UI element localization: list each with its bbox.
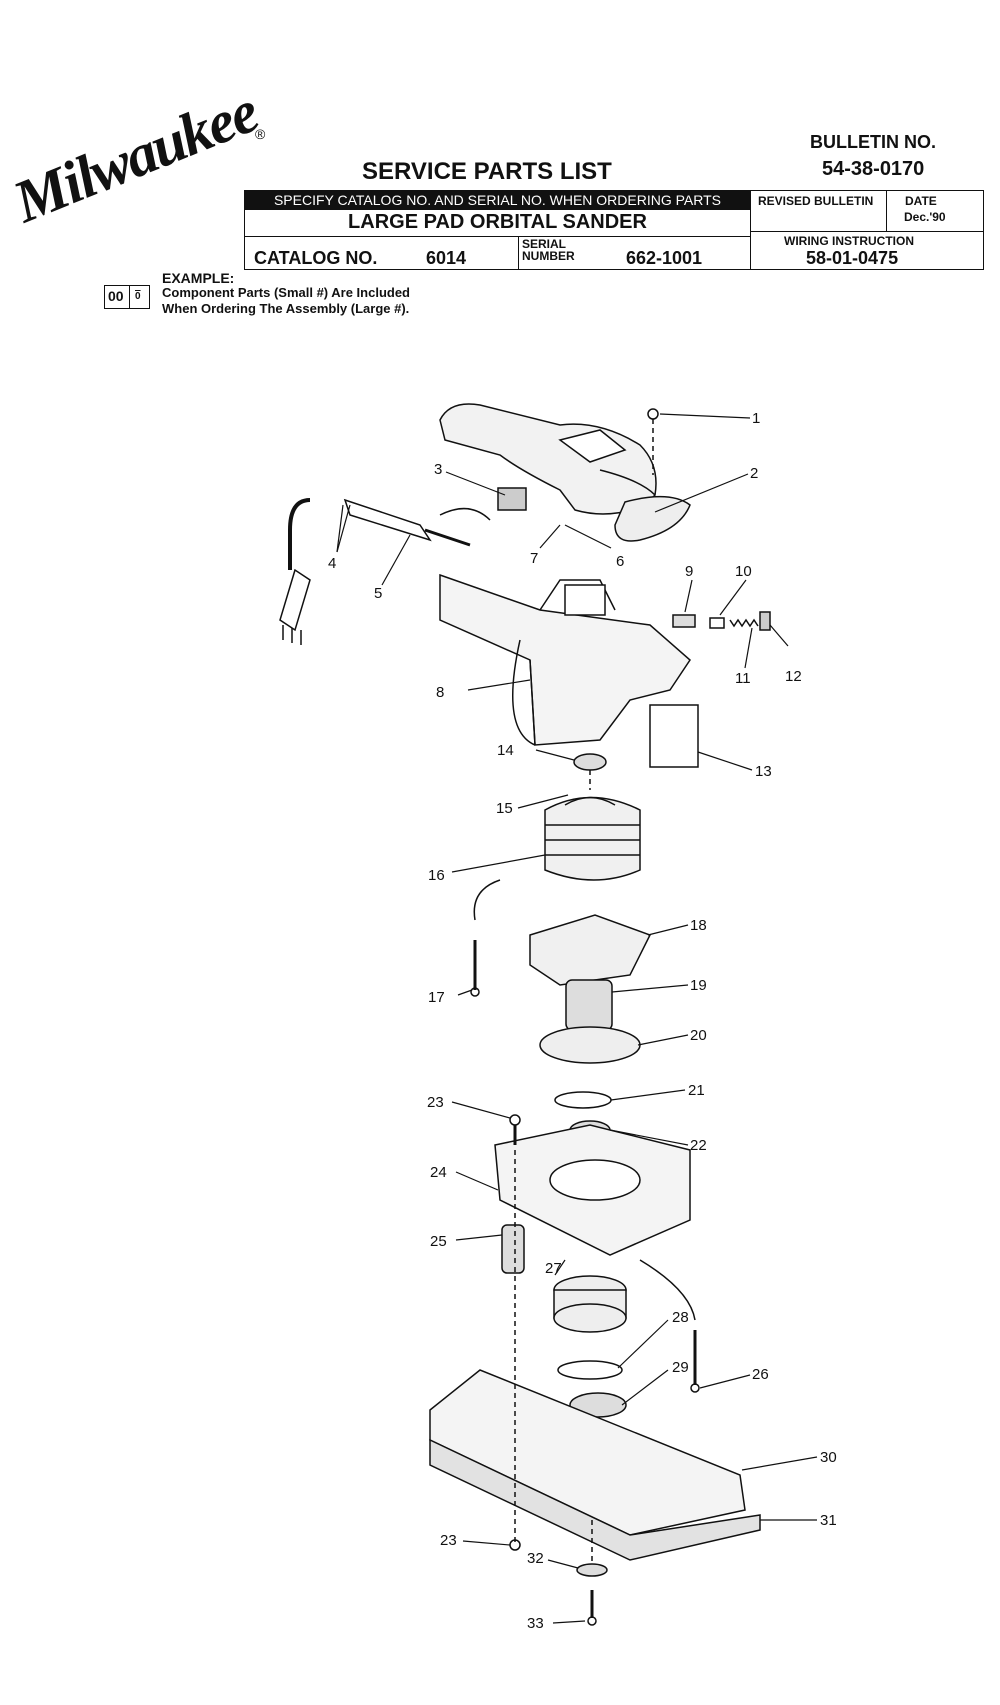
callout-4: 4 — [328, 555, 336, 572]
part-3-switch — [497, 487, 527, 511]
callout-23-bottom: 23 — [440, 1532, 457, 1549]
example-label: EXAMPLE: — [162, 270, 235, 286]
callout-7: 7 — [530, 550, 538, 567]
callout-17: 17 — [428, 989, 445, 1006]
specify-note: SPECIFY CATALOG NO. AND SERIAL NO. WHEN … — [245, 191, 750, 210]
callout-28: 28 — [672, 1309, 689, 1326]
part-13-nameplate — [649, 704, 699, 768]
callout-leaders — [336, 413, 818, 1624]
callout-8: 8 — [436, 684, 444, 701]
serial-label: SERIAL NUMBER — [522, 238, 575, 262]
revised-bulletin-label: REVISED BULLETIN — [758, 194, 874, 208]
part-26-screw — [639, 1259, 700, 1393]
part-9-brush — [672, 614, 696, 628]
bulletin-number: 54-38-0170 — [822, 158, 925, 180]
part-16-field-assembly — [544, 796, 641, 881]
callout-20: 20 — [690, 1027, 707, 1044]
serial-number: 662-1001 — [626, 248, 703, 268]
part-1-screw — [647, 408, 659, 475]
part-21-retaining-ring — [554, 1091, 612, 1109]
callout-26: 26 — [752, 1366, 769, 1383]
serial-label-line1: SERIAL — [522, 237, 567, 251]
callout-29: 29 — [672, 1359, 689, 1376]
date-value: Dec.'90 — [904, 210, 946, 224]
part-33-screw — [587, 1590, 597, 1626]
callout-11: 11 — [735, 670, 751, 687]
callout-13: 13 — [755, 763, 772, 780]
callout-12: 12 — [785, 668, 802, 685]
example-symbol-divider — [129, 286, 130, 308]
catalog-number: 6014 — [426, 248, 467, 268]
bulletin-label: BULLETIN NO. — [810, 132, 936, 152]
registered-mark: ® — [255, 126, 266, 142]
serial-label-line2: NUMBER — [522, 249, 575, 263]
page-title: SERVICE PARTS LIST — [362, 158, 612, 185]
callout-18: 18 — [690, 917, 707, 934]
example-symbol-box — [104, 285, 150, 309]
part-27-counterweight — [553, 1275, 627, 1333]
callout-15: 15 — [496, 800, 513, 817]
callout-5: 5 — [374, 585, 382, 602]
example-large-number: 00 — [108, 288, 124, 304]
wiring-instruction-label: WIRING INSTRUCTION — [784, 234, 914, 248]
part-14-bearing — [573, 753, 607, 771]
part-5-power-cord — [279, 498, 491, 645]
part-2-knob — [614, 495, 691, 542]
part-8-motor-housing — [439, 573, 691, 746]
callout-30: 30 — [820, 1449, 837, 1466]
header-divider — [244, 236, 751, 237]
product-name: LARGE PAD ORBITAL SANDER — [348, 211, 647, 233]
callout-31: 31 — [820, 1512, 837, 1529]
revision-table — [751, 190, 984, 270]
callout-33: 33 — [527, 1615, 544, 1632]
revision-divider — [886, 190, 887, 231]
callout-9: 9 — [685, 563, 693, 580]
callout-23-top: 23 — [427, 1094, 444, 1111]
example-small-number: 0 — [135, 291, 141, 302]
part-12-brush-cap — [759, 611, 771, 631]
callout-25: 25 — [430, 1233, 447, 1250]
callout-16: 16 — [428, 867, 445, 884]
part-25-bumper — [501, 1224, 525, 1274]
part-19-armature — [565, 979, 613, 1031]
milwaukee-logo: Milwaukee ® — [5, 78, 266, 278]
example-text-line2: When Ordering The Assembly (Large #). — [162, 301, 410, 316]
callout-24: 24 — [430, 1164, 447, 1181]
revision-row-divider — [751, 231, 984, 232]
callout-6: 6 — [616, 553, 624, 570]
callout-27: 27 — [545, 1260, 562, 1277]
header-table — [244, 190, 751, 270]
callout-19: 19 — [690, 977, 707, 994]
wiring-instruction-number: 58-01-0475 — [806, 248, 899, 268]
callout-3: 3 — [434, 461, 442, 478]
callout-10: 10 — [735, 563, 752, 580]
part-32-washer — [576, 1563, 608, 1577]
part-10-brush-holder — [709, 617, 725, 629]
serial-divider — [518, 236, 519, 270]
handle-cover — [439, 403, 657, 515]
catalog-label: CATALOG NO. — [254, 248, 378, 268]
callout-2: 2 — [750, 465, 758, 482]
callout-1: 1 — [752, 410, 760, 427]
callout-14: 14 — [497, 742, 514, 759]
callout-22: 22 — [690, 1137, 707, 1154]
part-17-screw — [470, 879, 501, 997]
callout-21: 21 — [688, 1082, 705, 1099]
part-11-spring — [729, 618, 759, 628]
part-18-bearing-plate — [529, 914, 652, 986]
callout-numbers: 1 2 3 4 5 6 7 8 9 10 11 12 13 14 15 16 1… — [328, 410, 837, 1632]
example-text-line1: Component Parts (Small #) Are Included — [162, 285, 411, 300]
part-31-pad — [429, 1438, 761, 1561]
part-20-fan — [539, 1026, 641, 1064]
part-28-retaining-ring — [557, 1360, 623, 1380]
date-label: DATE — [905, 194, 937, 208]
callout-32: 32 — [527, 1550, 544, 1567]
